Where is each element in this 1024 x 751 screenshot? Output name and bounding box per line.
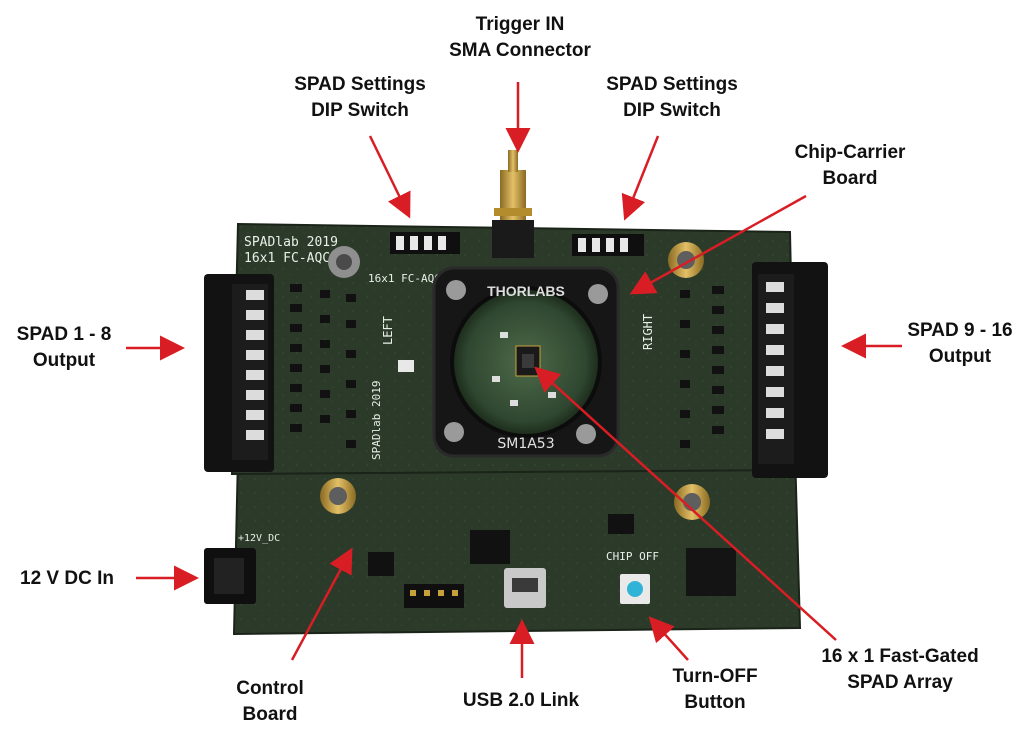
silk-spadlab: SPADlab 2019 [244,235,338,250]
annotation-arrows [126,82,902,678]
label-chip-carrier-line2: Board [822,168,878,189]
label-dip-right-line1: SPAD Settings [606,74,738,95]
ic-usb-controller [470,530,510,564]
label-usb-link: USB 2.0 Link [446,688,596,714]
label-trigger-line1: Trigger IN [475,14,565,35]
ic-small [368,552,394,576]
thorlabs-logo: THORLABS [487,283,565,299]
label-turn-off-line2: Button [684,692,746,713]
ic-qfp [686,548,736,596]
label-dip-right-line2: DIP Switch [623,100,721,121]
silk-chip-off: CHIP OFF [606,550,659,563]
arrow-turn-off [648,616,689,661]
label-trigger-in: Trigger IN SMA Connector [440,12,600,64]
label-turn-off-button: Turn-OFF Button [660,664,770,716]
label-chip-carrier-line1: Chip-Carrier [794,142,906,163]
label-spad-array-line2: SPAD Array [847,672,953,693]
silk-dc: +12V_DC [238,533,280,544]
mounting-screw-bottom-left [320,478,356,514]
label-trigger-line2: SMA Connector [449,40,591,61]
label-spad-9-16-line1: SPAD 9 - 16 [907,320,1013,341]
silk-spadlab-vertical: SPADlab 2019 [370,381,383,460]
pin-header [404,584,464,608]
label-spad-array: 16 x 1 Fast-Gated SPAD Array [800,644,1000,696]
label-chip-carrier: Chip-Carrier Board [780,140,920,192]
silk-right: RIGHT [641,314,655,350]
mounting-screw-bottom-right [674,484,710,520]
silk-fcaqc: 16x1 FC-AQC [244,251,330,266]
silk-inner-title: 16x1 FC-AQC [368,272,441,285]
label-spad-array-line1: 16 x 1 Fast-Gated [821,646,979,667]
label-dc-in-line1: 12 V DC In [20,568,114,589]
dip-switch-right[interactable] [572,234,644,256]
left-component-columns [290,284,356,448]
mounting-screw-top-right [668,242,704,278]
label-dc-in: 12 V DC In [20,566,136,592]
label-spad-1-8: SPAD 1 - 8 Output [6,322,122,374]
label-usb-line1: USB 2.0 Link [462,690,580,711]
label-spad-1-8-line1: SPAD 1 - 8 [16,324,112,345]
label-dip-left-line1: SPAD Settings [294,74,426,95]
silk-left: LEFT [381,316,395,345]
label-control-line2: Board [242,704,298,725]
label-spad-1-8-line2: Output [32,350,96,371]
label-control-board: Control Board [220,676,320,728]
label-dip-switch-left: SPAD Settings DIP Switch [282,72,438,124]
silk-lens-tube: SM1A53 [497,436,554,452]
usb-mini-connector[interactable] [504,568,546,608]
spad-9-16-output-connector[interactable] [752,262,828,478]
arrow-chip-carrier [629,194,807,295]
label-spad-9-16: SPAD 9 - 16 Output [896,318,1024,370]
smd-led-left [398,360,414,372]
label-dip-switch-right: SPAD Settings DIP Switch [590,72,754,124]
label-dip-left-line2: DIP Switch [311,100,409,121]
ic-small-right [608,514,634,534]
arrow-control-board [290,547,353,661]
right-component-columns [680,286,724,448]
dc-jack[interactable] [204,548,256,604]
spad-1-8-output-connector[interactable] [204,274,274,472]
label-turn-off-line1: Turn-OFF [672,666,758,687]
arrow-dip-left [368,135,411,219]
turn-off-button[interactable] [620,574,650,604]
label-control-line1: Control [236,678,304,699]
dip-switch-left[interactable] [390,232,460,254]
arrow-spad-array [534,366,837,641]
arrow-dip-right [621,135,660,221]
label-spad-9-16-line2: Output [928,346,992,367]
sma-connector[interactable] [492,150,534,258]
mounting-screw-top-left [328,246,360,278]
